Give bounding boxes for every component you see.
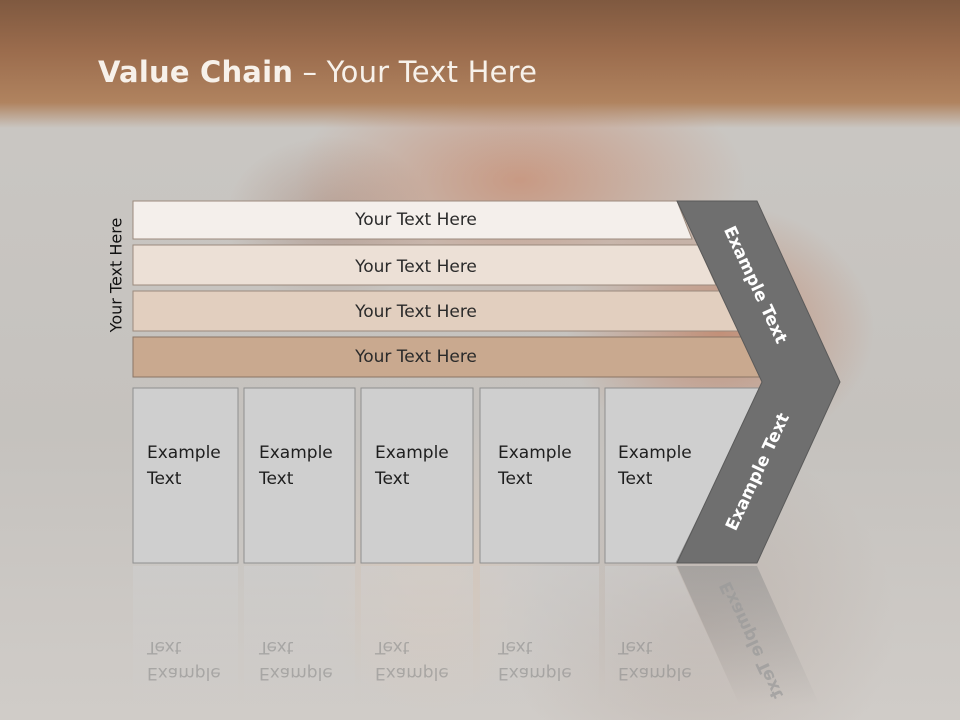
column-0-text: Example Text bbox=[147, 443, 221, 489]
bar-0: Your Text Here bbox=[132, 200, 693, 240]
column-1-reflection bbox=[244, 566, 355, 706]
column-4-text: Example Text bbox=[618, 443, 692, 489]
column-1-text-reflection: Example Text bbox=[259, 637, 333, 683]
header-band bbox=[0, 0, 960, 128]
slide-title-bold: Value Chain bbox=[98, 55, 294, 89]
column-4 bbox=[604, 387, 763, 564]
bar-3: Your Text Here bbox=[132, 336, 764, 378]
bar-3-label: Your Text Here bbox=[354, 347, 477, 367]
column-1-text: Example Text bbox=[259, 443, 333, 489]
column-0-reflection bbox=[133, 566, 238, 706]
column-2-text: Example Text bbox=[375, 443, 449, 489]
column-2-text-reflection: Example Text bbox=[375, 637, 449, 683]
column-4-text-reflection: Example Text bbox=[618, 637, 692, 683]
slide-title-rest: – Your Text Here bbox=[293, 55, 538, 89]
column-3 bbox=[479, 387, 600, 564]
chevron-arrow-reflection bbox=[677, 566, 820, 706]
slide-title: Value Chain – Your Text Here bbox=[98, 55, 537, 95]
bar-0-label: Your Text Here bbox=[354, 210, 477, 230]
column-2-reflection bbox=[361, 566, 473, 706]
chevron-arrow bbox=[676, 200, 841, 564]
column-0 bbox=[132, 387, 239, 564]
bar-2-label: Your Text Here bbox=[354, 302, 477, 322]
column-3-reflection bbox=[480, 566, 599, 706]
bar-0-shape bbox=[132, 200, 693, 240]
column-2 bbox=[360, 387, 474, 564]
column-0-text-reflection: Example Text bbox=[147, 637, 221, 683]
column-3-text-reflection: Example Text bbox=[498, 637, 572, 683]
column-4-reflection bbox=[605, 566, 740, 706]
bar-1: Your Text Here bbox=[132, 244, 717, 286]
bar-2: Your Text Here bbox=[132, 290, 740, 332]
column-1 bbox=[243, 387, 356, 564]
column-3-text: Example Text bbox=[498, 443, 572, 489]
bar-1-label: Your Text Here bbox=[354, 257, 477, 277]
